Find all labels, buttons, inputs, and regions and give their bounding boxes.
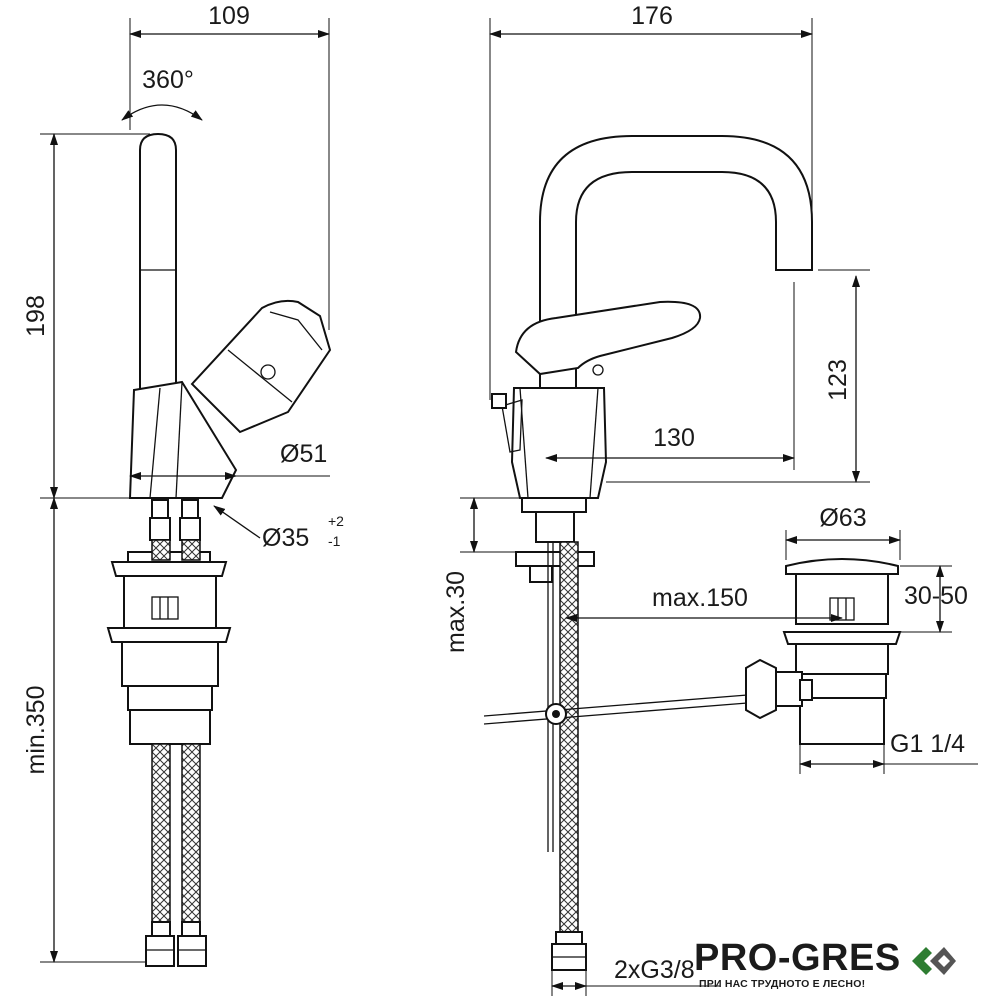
brand-logo: PRO-GRES ПРИ НАС ТРУДНОТО Е ЛЕСНО! [694,936,964,1000]
dim-hole-tol-lower: -1 [328,533,341,549]
dim-hole-tol-upper: +2 [328,513,344,529]
dim-spout-reach: 130 [653,424,695,452]
dim-hose-thread: 2xG3/8 [614,956,695,984]
right-hose [559,541,579,933]
dim-left-width: 109 [208,2,250,30]
brand-name: PRO-GRES [694,937,901,979]
left-lever [190,299,332,434]
brand-tagline: ПРИ НАС ТРУДНОТО Е ЛЕСНО! [699,978,866,990]
dim-hole-diameter: Ø35 [262,524,309,552]
dim-rotation: 360° [142,66,194,94]
right-view: 176 123 130 max.30 max.150 Ø63 30-50 [442,2,978,996]
double-chevron-diamond-icon [912,947,956,975]
dim-counter-thickness: max.30 [442,571,470,653]
dim-left-height: 198 [22,295,50,337]
dim-waste-range: 30-50 [904,582,968,610]
waste-cap [785,558,899,575]
dim-min-hose: min.350 [22,686,50,775]
dim-base-diameter: Ø51 [280,440,327,468]
left-spout [139,132,177,393]
right-body [510,387,608,499]
left-hose-1 [151,743,171,923]
dim-spout-height: 123 [824,359,852,401]
dim-waste-diameter: Ø63 [819,504,866,532]
dim-right-width: 176 [631,2,673,30]
dim-waste-thread: G1 1/4 [890,730,965,758]
dim-rod-length: max.150 [652,584,748,612]
left-view: 109 360° 198 Ø51 Ø35 +2 -1 min.350 [22,2,344,967]
left-nut [123,575,217,629]
left-hose-2 [181,743,201,923]
right-lever [514,300,702,376]
